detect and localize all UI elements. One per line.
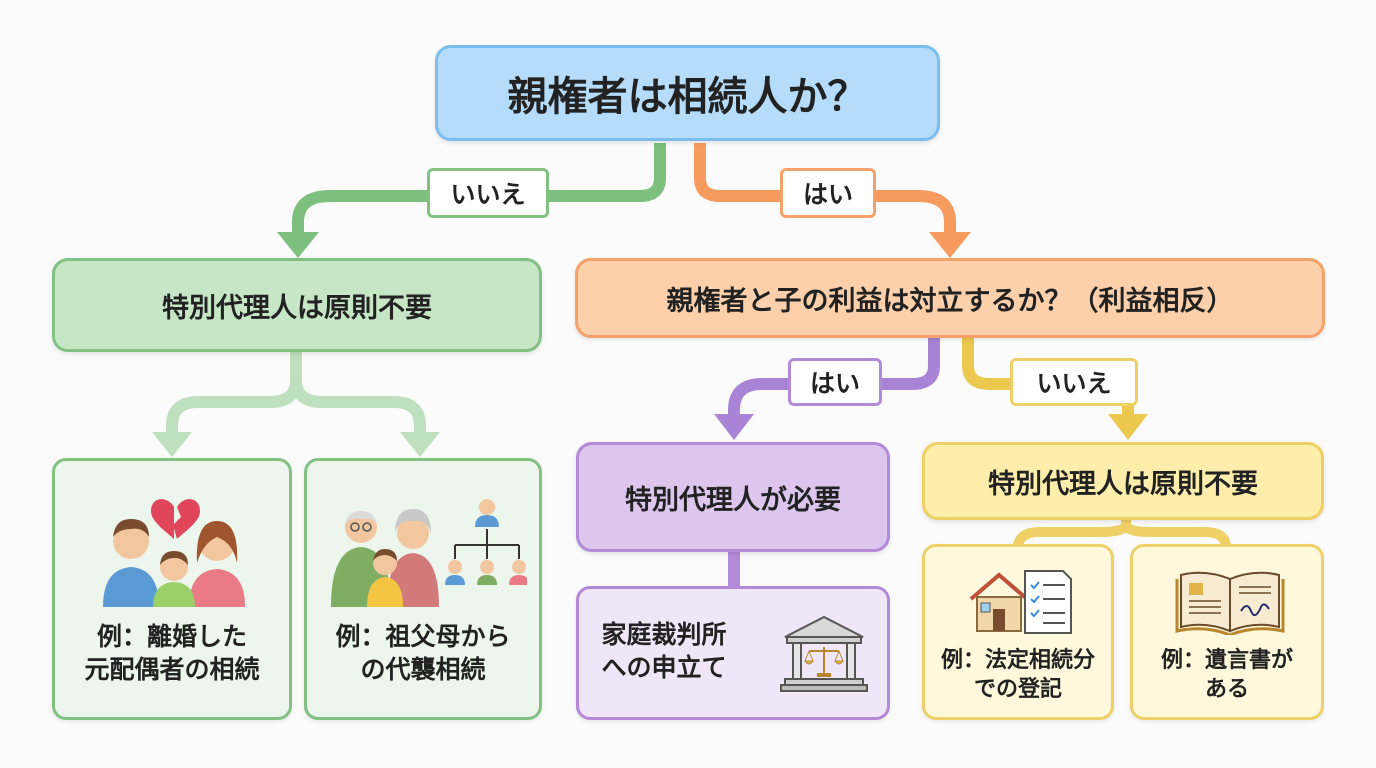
yellow-result-text: 特別代理人は原則不要 bbox=[988, 468, 1258, 500]
arrow-head-conflict-yes bbox=[714, 414, 754, 440]
label-left-no-text: いいえ bbox=[450, 180, 526, 209]
yellow-result-box: 特別代理人は原則不要 bbox=[922, 442, 1324, 520]
special-agent-required-box: 特別代理人が必要 bbox=[576, 442, 890, 552]
house-document-icon bbox=[969, 570, 1072, 634]
grandparents-succession-icon bbox=[331, 499, 527, 607]
special-agent-required-text: 特別代理人が必要 bbox=[625, 484, 841, 516]
court-petition-text: 家庭裁判所 への申立て bbox=[601, 620, 727, 682]
court-petition-card: 家庭裁判所 への申立て bbox=[576, 586, 890, 720]
arrow-head-example-1 bbox=[152, 432, 192, 457]
arrow-head-left bbox=[277, 232, 319, 258]
arrow-head-right bbox=[929, 232, 971, 258]
label-left-no: いいえ bbox=[427, 168, 549, 218]
example-grandparents-card: 例：祖父母から の代襲相続 bbox=[304, 458, 542, 720]
arrow-head-conflict-no bbox=[1108, 414, 1148, 440]
label-conflict-no: いいえ bbox=[1010, 358, 1138, 406]
conflict-question-box: 親権者と子の利益は対立するか？（利益相反） bbox=[575, 258, 1325, 338]
label-right-yes-text: はい bbox=[802, 180, 853, 209]
left-result-box: 特別代理人は原則不要 bbox=[52, 258, 542, 352]
label-conflict-no-text: いいえ bbox=[1036, 369, 1112, 398]
divorced-family-icon bbox=[103, 499, 245, 607]
arrow-head-example-2 bbox=[400, 432, 440, 457]
example-registration-text: 例：法定相続分 での登記 bbox=[940, 648, 1095, 702]
courthouse-icon bbox=[780, 615, 868, 692]
root-question-box: 親権者は相続人か？ bbox=[435, 45, 940, 141]
label-right-yes: はい bbox=[780, 168, 876, 218]
left-result-text: 特別代理人は原則不要 bbox=[162, 292, 432, 324]
conflict-question-text: 親権者と子の利益は対立するか？（利益相反） bbox=[666, 285, 1234, 317]
example-registration-card: 例：法定相続分 での登記 bbox=[922, 544, 1114, 720]
example-will-text: 例：遺言書が ある bbox=[1160, 648, 1293, 702]
will-book-icon bbox=[1175, 571, 1285, 635]
connector-yellow-split bbox=[1013, 518, 1231, 549]
example-divorced-card: 例：離婚した 元配偶者の相続 bbox=[52, 458, 292, 720]
label-conflict-yes: はい bbox=[788, 358, 882, 406]
example-divorced-text: 例：離婚した 元配偶者の相続 bbox=[84, 622, 260, 684]
example-will-card: 例：遺言書が ある bbox=[1130, 544, 1324, 720]
label-conflict-yes-text: はい bbox=[809, 369, 860, 398]
root-question-text: 親権者は相続人か？ bbox=[507, 74, 868, 120]
arrow-left-split bbox=[166, 352, 426, 436]
example-grandparents-text: 例：祖父母から の代襲相続 bbox=[335, 622, 511, 684]
